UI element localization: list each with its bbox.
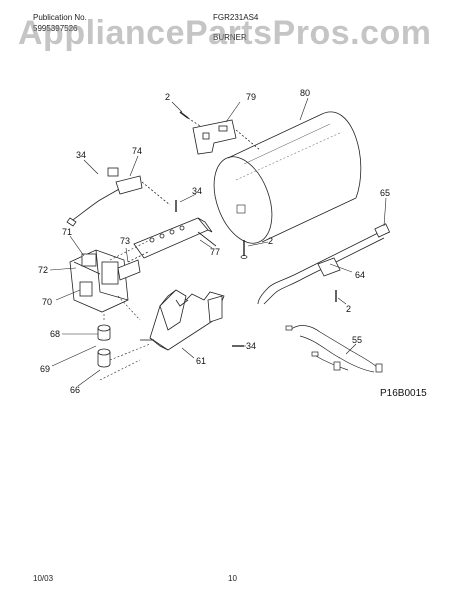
callout-64: 64 xyxy=(355,270,365,280)
part-80-combustion-chamber xyxy=(213,111,362,244)
callout-65: 65 xyxy=(380,188,390,198)
callout-80: 80 xyxy=(300,88,310,98)
footer-date: 10/03 xyxy=(33,574,54,583)
part-79-bracket xyxy=(192,119,261,155)
publication-label: Publication No. xyxy=(33,13,87,22)
callout-2-low: 2 xyxy=(346,304,351,314)
part-70-gas-valve xyxy=(69,249,149,313)
callout-74: 74 xyxy=(132,146,142,156)
callout-2-mid: 2 xyxy=(268,236,273,246)
part-66-coil xyxy=(97,348,111,368)
publication-number: 5995397526 xyxy=(33,24,78,33)
part-55-wire-harness xyxy=(285,325,383,373)
callout-68: 68 xyxy=(50,329,60,339)
part-2-screw-middle xyxy=(240,240,248,259)
section-title: BURNER xyxy=(213,33,247,42)
callout-34-mid: 34 xyxy=(192,186,202,196)
diagram-code: P16B0015 xyxy=(380,388,427,399)
part-74-igniter xyxy=(66,167,171,227)
footer-page-number: 10 xyxy=(228,574,237,583)
part-68-coil xyxy=(97,324,111,341)
callout-69: 69 xyxy=(40,364,50,374)
callout-55: 55 xyxy=(352,335,362,345)
callout-66: 66 xyxy=(70,385,80,395)
part-77-burner xyxy=(133,217,217,259)
callout-71: 71 xyxy=(62,227,72,237)
callout-72: 72 xyxy=(38,265,48,275)
leader-lines xyxy=(49,97,387,387)
callout-2-top: 2 xyxy=(165,92,170,102)
callout-34-low: 34 xyxy=(246,341,256,351)
callout-79: 79 xyxy=(246,92,256,102)
callout-70: 70 xyxy=(42,297,52,307)
model-number: FGR231AS4 xyxy=(213,13,259,22)
part-61-burner-bracket xyxy=(140,289,225,351)
watermark: AppliancePartsPros.com xyxy=(18,14,432,52)
callout-34-top: 34 xyxy=(76,150,86,160)
callout-77: 77 xyxy=(210,247,220,257)
callout-61: 61 xyxy=(196,356,206,366)
alignment-lines xyxy=(99,239,151,381)
part-2-screw-top xyxy=(179,111,201,127)
part-64-gas-tube xyxy=(257,223,391,305)
callout-73: 73 xyxy=(120,236,130,246)
